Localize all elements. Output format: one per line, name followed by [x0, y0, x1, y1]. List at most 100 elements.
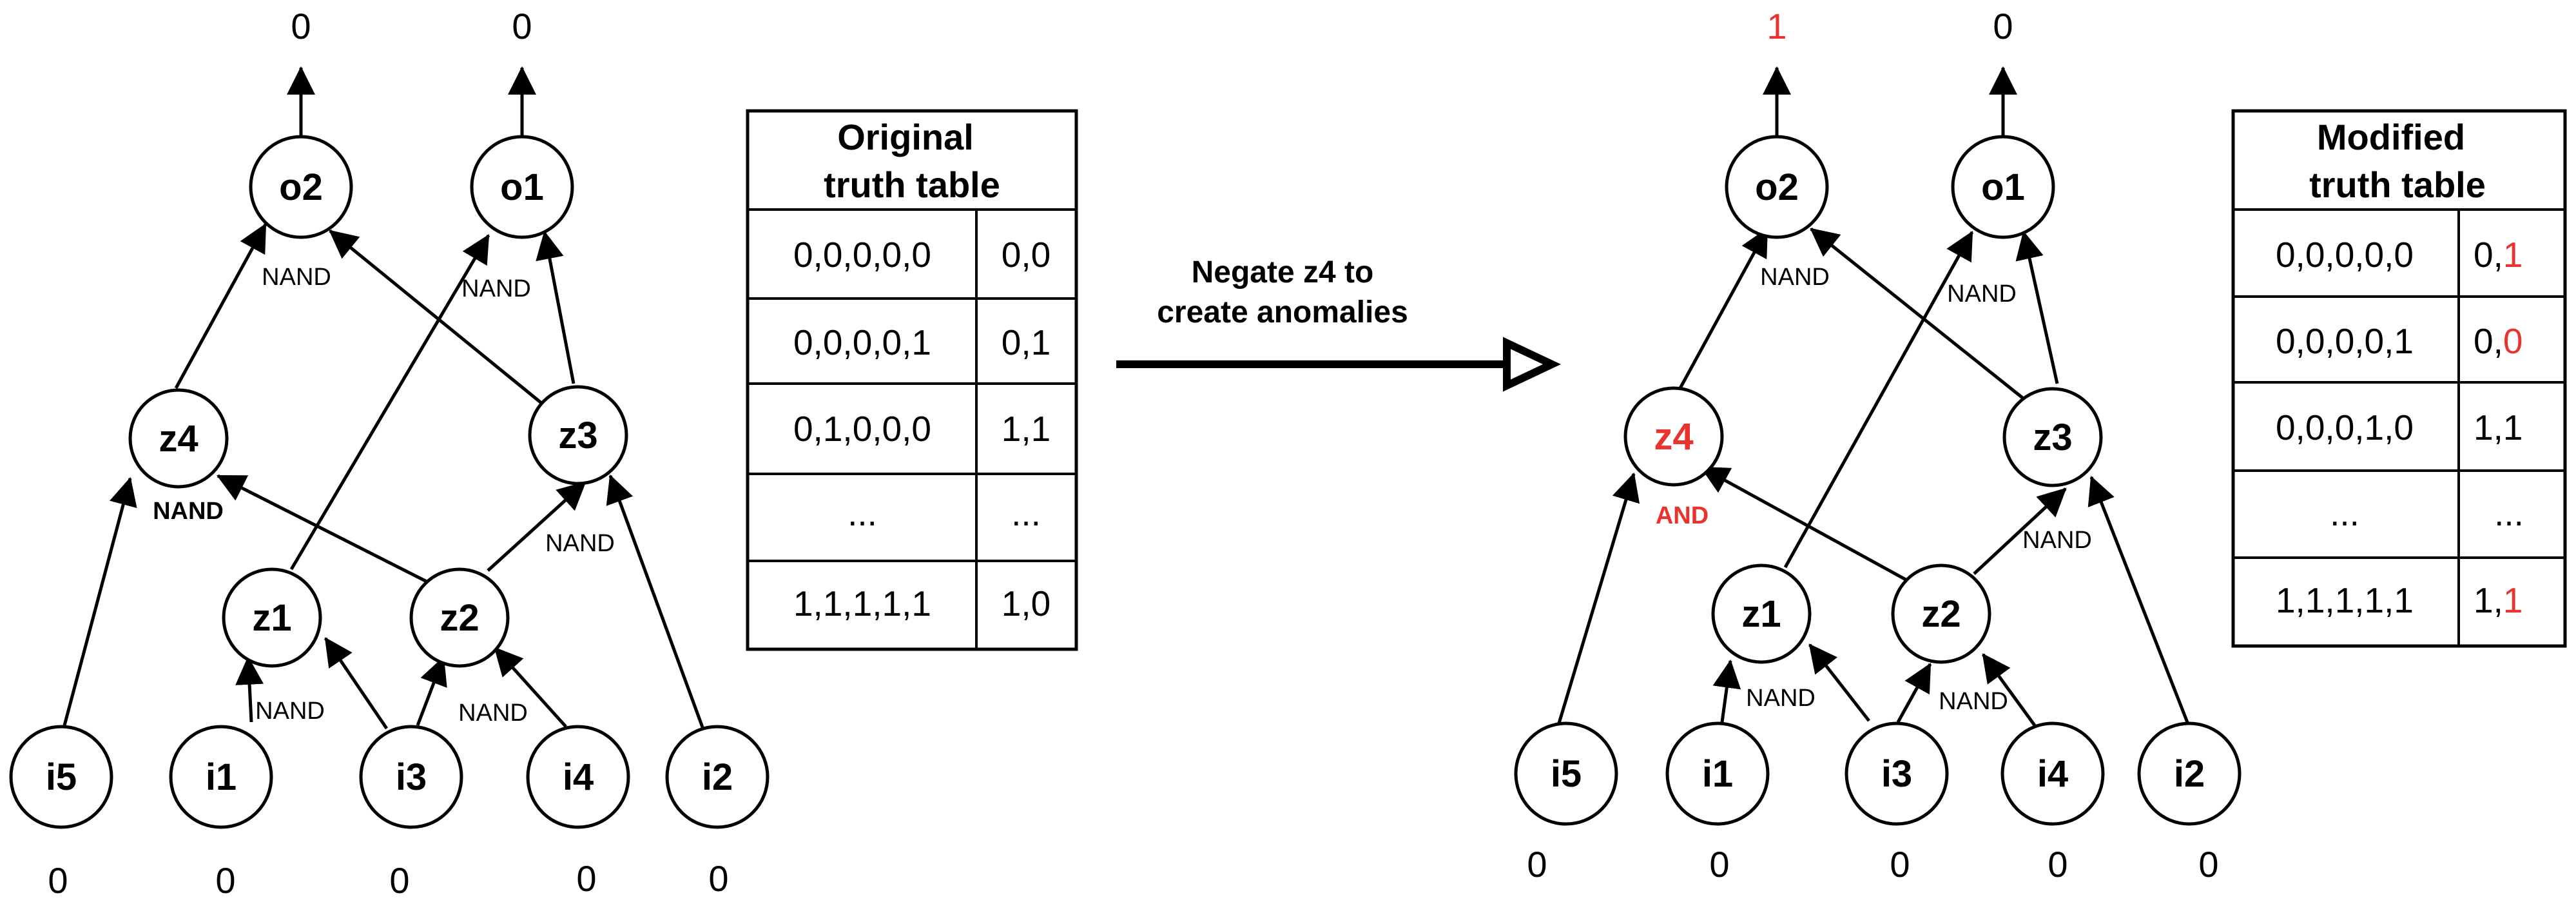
- left-node-o1-label: o1: [500, 166, 544, 208]
- modified-row-2-outputs: 0,0: [2474, 321, 2523, 361]
- left-circuit-labels: 0 0 o2 o1 z4 z3 z1 z2 i5 i1 i3 i4 i2 NAN…: [46, 6, 733, 901]
- left-gate-z3: NAND: [545, 530, 615, 557]
- modified-row-2-inputs: 0,0,0,0,1: [2276, 321, 2414, 361]
- edge-i1-z1: [235, 656, 264, 723]
- edge-i3-z1: [324, 637, 389, 730]
- edge-r-i3-z2: [1896, 663, 1932, 723]
- node-i2: [665, 725, 770, 829]
- original-row-5-inputs: 1,1,1,1,1: [793, 583, 931, 623]
- left-node-i3-label: i3: [396, 756, 427, 798]
- original-row-2-inputs: 0,0,0,0,1: [793, 322, 931, 362]
- edge-r-z3-o2: [1810, 228, 2026, 401]
- left-input-i4-value: 0: [576, 858, 596, 899]
- edge-z3-o1: [536, 230, 576, 384]
- right-circuit-labels: 1 0 o2 o1 z4 z3 z1 z2 i5 i1 i3 i4 i2 NAN…: [1527, 6, 2218, 885]
- node-o2: [249, 135, 353, 239]
- edge-r-i5-z4: [1556, 472, 1640, 726]
- node-r-o2: [1725, 135, 1829, 239]
- right-gate-z2: NAND: [1939, 688, 2008, 715]
- modified-row-3-inputs: 0,0,0,1,0: [2276, 407, 2414, 447]
- modified-row-4-out-b: ...: [2494, 493, 2524, 533]
- right-circuit: [1514, 66, 2242, 826]
- left-output-o2-value: 0: [291, 6, 311, 46]
- edge-r-i2-z3: [2087, 475, 2191, 728]
- original-table-title-line2: truth table: [824, 164, 1000, 205]
- original-row-1-inputs: 0,0,0,0,0: [793, 235, 931, 275]
- node-z3: [528, 385, 628, 485]
- modified-row-2-out-b: 0: [2503, 321, 2523, 361]
- left-output-o1-value: 0: [512, 6, 532, 46]
- left-gate-o2: NAND: [262, 264, 331, 291]
- original-table-title-line1: Original: [837, 117, 974, 157]
- edge-r-z2-z4: [1700, 465, 1914, 585]
- edge-r-z3-o1: [2015, 230, 2059, 384]
- node-i3: [359, 725, 463, 829]
- node-z4: [128, 388, 229, 489]
- original-row-4-outputs: ...: [1011, 493, 1041, 533]
- node-r-i1: [1665, 721, 1770, 826]
- right-node-o2-label: o2: [1755, 166, 1799, 208]
- right-output-o1-value: 0: [1993, 6, 2013, 46]
- left-node-i4-label: i4: [563, 756, 594, 798]
- transition-label-line1: Negate z4 to: [1192, 255, 1374, 289]
- original-row-4-inputs: ...: [847, 493, 877, 533]
- node-r-z4: [1623, 386, 1724, 487]
- modified-table-title-line2: truth table: [2309, 164, 2486, 205]
- original-row-5-outputs: 1,0: [1002, 583, 1051, 623]
- modified-row-5-out-b: 1: [2503, 580, 2523, 620]
- right-node-i4-label: i4: [2037, 753, 2068, 795]
- right-input-i3-value: 0: [1890, 844, 1910, 885]
- node-r-i3: [1845, 721, 1949, 826]
- right-input-i5-value: 0: [1527, 844, 1547, 885]
- right-gate-o1: NAND: [1947, 280, 2017, 308]
- node-z1: [222, 567, 322, 668]
- edge-r-z1-o1: [1783, 231, 1974, 569]
- left-gate-z1: NAND: [255, 698, 325, 725]
- edge-r-z4-o2: [1678, 228, 1769, 389]
- edge-i4-z2: [494, 647, 567, 728]
- original-row-1-outputs: 0,0: [1002, 235, 1051, 275]
- transition-label-line2: create anomalies: [1157, 295, 1408, 329]
- node-z2: [409, 567, 510, 668]
- modified-row-5-inputs: 1,1,1,1,1: [2276, 580, 2414, 620]
- node-r-o1: [1951, 135, 2055, 239]
- left-gate-z4: NAND: [153, 498, 224, 525]
- edge-z1-o1: [289, 234, 490, 571]
- node-r-i5: [1514, 721, 1618, 826]
- right-node-i1-label: i1: [1702, 753, 1733, 795]
- right-gate-o2: NAND: [1760, 264, 1830, 291]
- modified-row-5-out-a: 1,: [2474, 580, 2503, 620]
- node-r-i4: [2000, 721, 2105, 826]
- right-node-z3-label: z3: [2033, 416, 2072, 458]
- modified-row-2-out-a: 0,: [2474, 321, 2503, 361]
- modified-row-1-out-a: 0,: [2474, 235, 2503, 275]
- left-node-o2-label: o2: [279, 166, 323, 208]
- right-gate-z4: AND: [1656, 502, 1709, 529]
- left-circuit: [9, 66, 770, 829]
- node-i1: [169, 725, 273, 829]
- original-row-2-outputs: 0,1: [1002, 322, 1051, 362]
- left-node-i5-label: i5: [46, 756, 77, 798]
- transition-arrow-head: [1503, 337, 1562, 392]
- left-gate-o1: NAND: [461, 275, 531, 302]
- right-gate-z1: NAND: [1746, 685, 1816, 712]
- modified-table-title-line1: Modified: [2317, 117, 2465, 157]
- left-gate-z2: NAND: [458, 700, 528, 727]
- right-node-z4-label: z4: [1654, 416, 1693, 458]
- modified-row-1-out-b: 1: [2503, 235, 2523, 275]
- left-input-i2-value: 0: [708, 858, 728, 899]
- edge-r-i3-z1: [1808, 643, 1870, 722]
- node-i5: [9, 725, 113, 829]
- right-input-i1-value: 0: [1709, 844, 1729, 885]
- modified-row-5-outputs: 1,1: [2474, 580, 2523, 620]
- right-node-z1-label: z1: [1741, 593, 1781, 635]
- right-node-i5-label: i5: [1551, 753, 1582, 795]
- right-input-i2-value: 0: [2198, 844, 2218, 885]
- modified-row-4-inputs: ...: [2330, 493, 2359, 533]
- left-input-i3-value: 0: [389, 860, 409, 901]
- modified-row-3-out-a: 1,: [2474, 407, 2503, 447]
- left-node-z4-label: z4: [159, 418, 198, 460]
- modified-truth-table: Modified truth table 0,0,0,0,0 0,1 0,0,0…: [2231, 109, 2567, 648]
- modified-row-3-outputs: 1,1: [2474, 407, 2523, 447]
